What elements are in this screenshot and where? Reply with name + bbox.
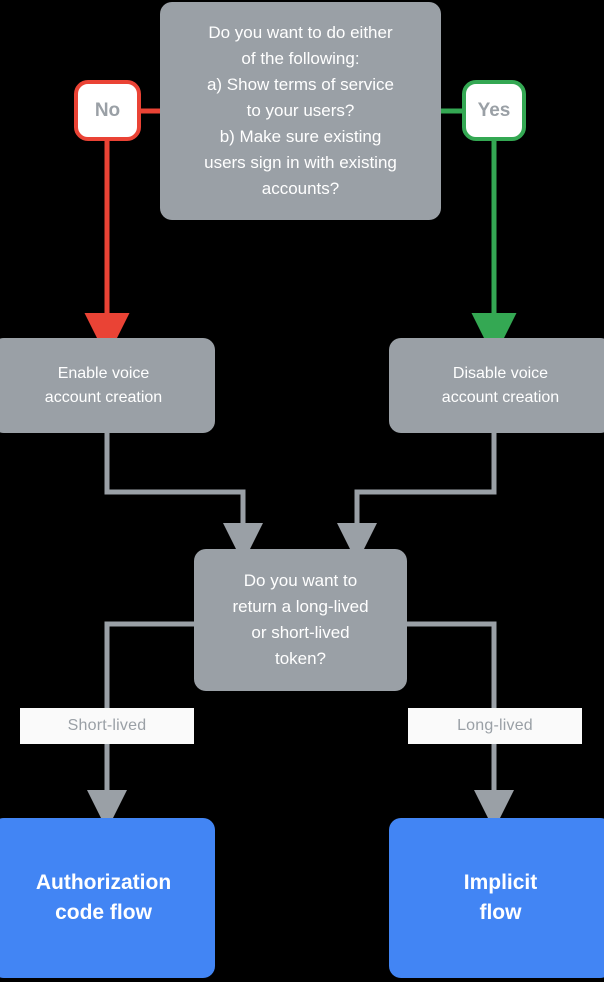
implicit-box-text: Implicit flow [463, 871, 538, 924]
edge-label-short-lived-text: Short-lived [67, 717, 147, 734]
decision-1-text: Do you want to do either of the followin… [204, 23, 397, 198]
process-node-disable-voice-account-creation[interactable]: Disable voice account creation [389, 338, 604, 433]
badge-no-label: No [94, 99, 121, 121]
edge-label-short-lived: Short-lived [20, 708, 194, 744]
terminal-node-authorization-code-flow[interactable]: Authorization code flow [0, 818, 215, 978]
decision-2-text: Do you want to return a long-lived or sh… [232, 571, 369, 668]
decision-node-terms-or-existing-accounts[interactable]: Do you want to do either of the followin… [160, 2, 441, 220]
edge-enable-to-decision2 [104, 433, 263, 563]
disable-box-text: Disable voice account creation [441, 364, 560, 406]
edge-label-long-lived-text: Long-lived [457, 717, 533, 734]
enable-box-text: Enable voice account creation [44, 364, 163, 406]
edge-disable-to-decision2 [337, 433, 497, 563]
badge-no[interactable]: No [74, 80, 141, 141]
terminal-node-implicit-flow[interactable]: Implicit flow [389, 818, 604, 978]
badge-yes-label: Yes [477, 99, 511, 121]
auth-box-text: Authorization code flow [35, 871, 172, 924]
decision-node-token-lifetime[interactable]: Do you want to return a long-lived or sh… [194, 549, 407, 691]
badge-yes[interactable]: Yes [462, 80, 526, 141]
process-node-enable-voice-account-creation[interactable]: Enable voice account creation [0, 338, 215, 433]
edge-label-long-lived: Long-lived [408, 708, 582, 744]
